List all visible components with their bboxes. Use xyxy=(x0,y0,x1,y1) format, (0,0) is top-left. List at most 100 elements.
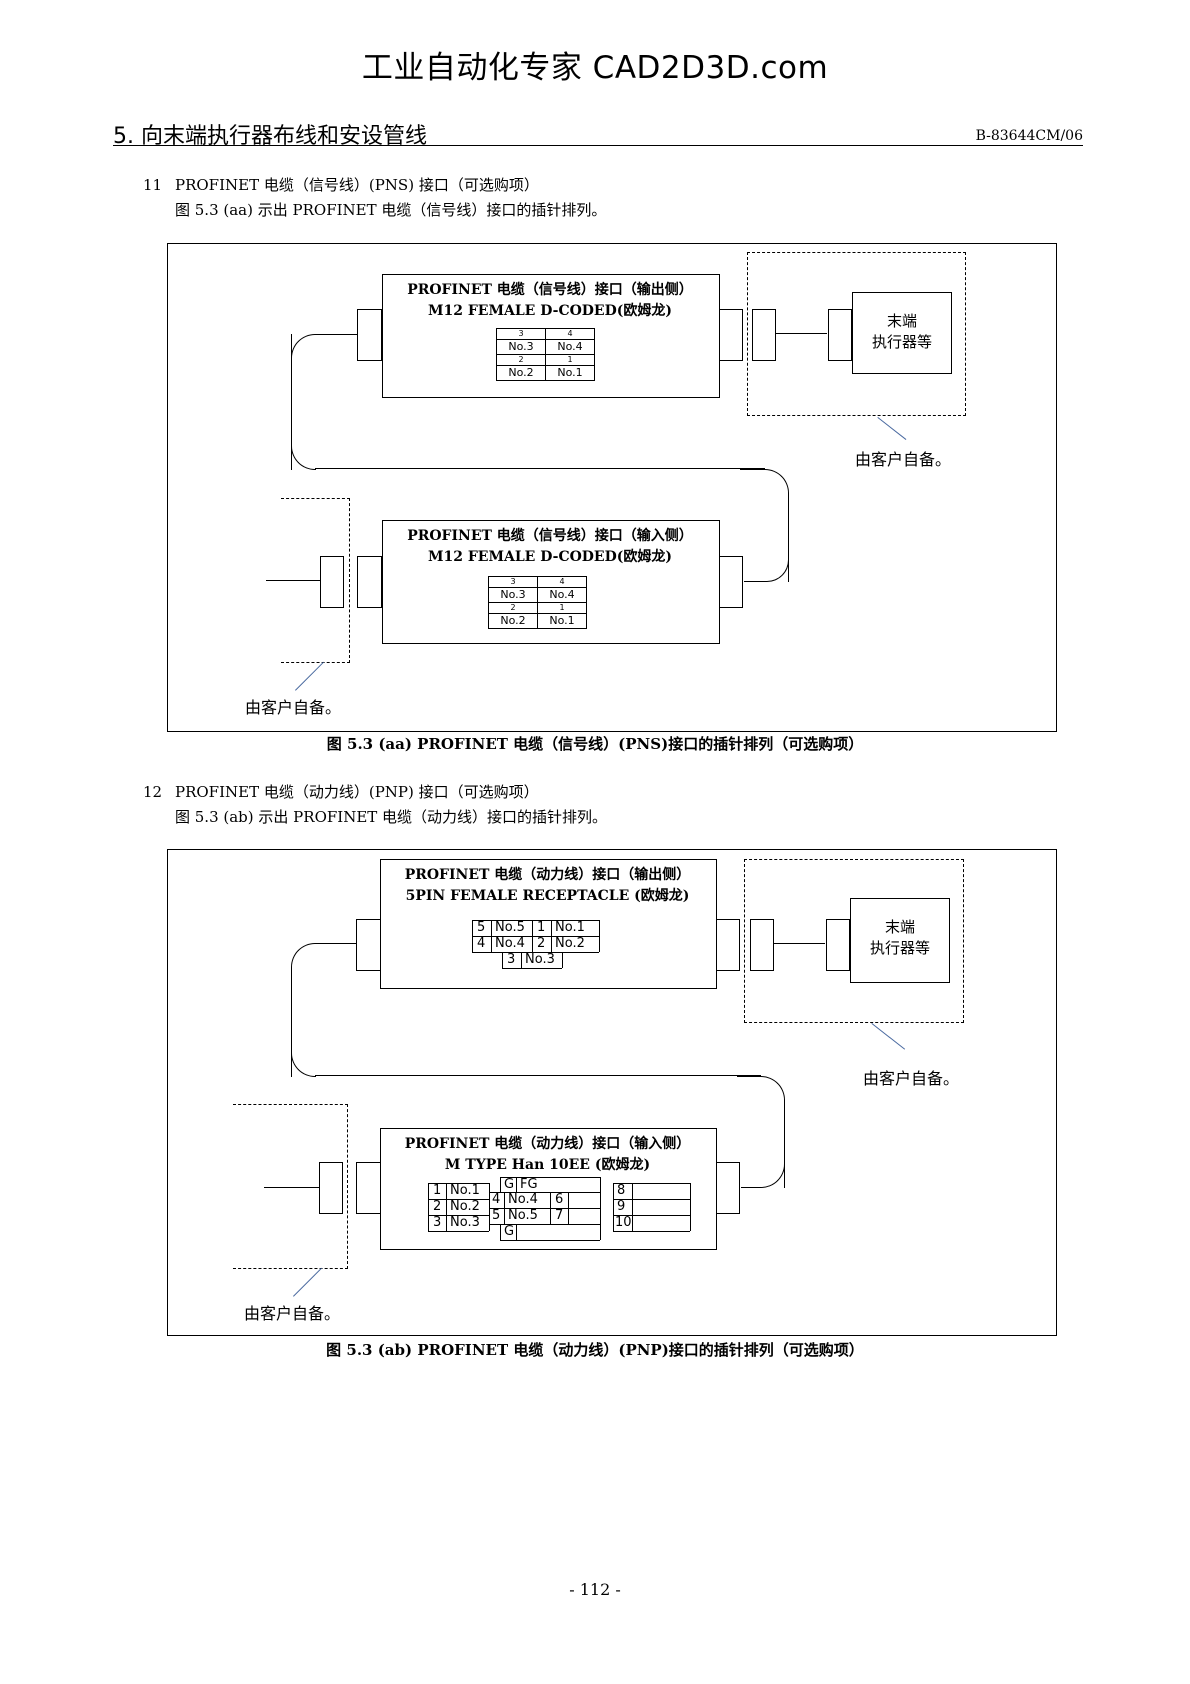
pin-label: No.1 xyxy=(450,1183,480,1198)
end-effector-plug xyxy=(826,919,850,971)
section-title: 5. 向末端执行器布线和安设管线 xyxy=(113,124,427,149)
end-effector-box: 末端 执行器等 xyxy=(850,898,950,983)
grid-line xyxy=(489,1192,600,1193)
pin-number: 4 xyxy=(477,936,486,951)
pin-number: 3 xyxy=(488,576,538,588)
cable-segment-right xyxy=(740,469,789,582)
grid-vline xyxy=(690,1183,691,1231)
pin-number: 3 xyxy=(507,952,516,967)
grid-vline xyxy=(632,1183,633,1231)
pin-label: No.1 xyxy=(545,365,595,381)
grid-line xyxy=(613,1215,690,1216)
end-effector-label: 末端 xyxy=(886,312,917,330)
grid-line xyxy=(428,1215,489,1216)
grid-vline xyxy=(613,1183,614,1231)
grid-vline xyxy=(428,1183,429,1231)
input-connector-right-plug xyxy=(719,556,743,608)
pin-label: No.1 xyxy=(555,920,585,935)
customer-supplied-label-left: 由客户自备。 xyxy=(244,1304,341,1323)
grid-line xyxy=(613,1231,690,1232)
pin-number: 4 xyxy=(492,1192,501,1207)
customer-supplied-label-left: 由客户自备。 xyxy=(245,698,342,717)
pin-number: 3 xyxy=(433,1215,442,1230)
output-connector-model: M12 FEMALE D-CODED(欧姆龙) xyxy=(428,303,672,319)
grid-line xyxy=(502,968,562,969)
input-pin-grid: 1 No.1 2 No.2 3 No.3 G FG 4 No.4 6 5 No.… xyxy=(428,1177,691,1245)
grid-vline xyxy=(600,1177,601,1240)
header-rule xyxy=(113,145,1083,146)
cable-segment-left xyxy=(291,334,316,470)
input-connector-title: PROFINET 电缆（信号线）接口（输入侧） xyxy=(407,528,693,544)
grid-line xyxy=(613,1183,690,1184)
figure-ab-frame xyxy=(167,849,1057,1336)
pin-label: No.3 xyxy=(488,587,538,603)
pin-number: 3 xyxy=(496,328,546,340)
pin-label: No.4 xyxy=(508,1192,538,1207)
customer-supplied-zone-right xyxy=(744,859,964,1023)
pin-number: 6 xyxy=(555,1192,564,1207)
grid-line xyxy=(500,1177,600,1178)
output-connector-left-plug xyxy=(357,309,382,361)
pin-number: 5 xyxy=(477,920,486,935)
pin-number: 1 xyxy=(537,602,587,614)
figure-aa-frame xyxy=(167,243,1057,732)
customer-supplied-label-right: 由客户自备。 xyxy=(855,450,952,469)
pin-label: No.2 xyxy=(555,936,585,951)
pin-label: No.4 xyxy=(537,587,587,603)
pin-label: No.3 xyxy=(496,339,546,355)
pin-number: 8 xyxy=(617,1183,626,1198)
pin-number: 4 xyxy=(545,328,595,340)
grid-line xyxy=(489,1224,600,1225)
end-effector-wire xyxy=(773,943,825,944)
pin-label: No.5 xyxy=(508,1208,538,1223)
input-connector-model: M12 FEMALE D-CODED(欧姆龙) xyxy=(428,549,672,565)
input-connector-right-plug xyxy=(716,1162,740,1214)
pin-label: No.3 xyxy=(525,952,555,967)
grid-line xyxy=(428,1183,489,1184)
pin-label: G xyxy=(504,1177,515,1192)
output-connector-right-plug xyxy=(719,309,743,361)
grid-vline xyxy=(550,1192,551,1224)
page-number: - 112 - xyxy=(569,1580,621,1599)
grid-line xyxy=(428,1199,489,1200)
grid-vline xyxy=(516,1224,517,1240)
item-11-description: 图 5.3 (aa) 示出 PROFINET 电缆（信号线）接口的插针排列。 xyxy=(175,201,607,219)
customer-supplied-zone-left xyxy=(233,1104,348,1269)
pin-label: No.5 xyxy=(495,920,525,935)
output-connector-title: PROFINET 电缆（信号线）接口（输出侧） xyxy=(407,282,693,298)
grid-vline xyxy=(568,1192,569,1224)
input-connector-title: PROFINET 电缆（动力线）接口（输入侧） xyxy=(404,1136,691,1152)
grid-line xyxy=(472,920,599,921)
item-number: 12 xyxy=(143,783,163,801)
item-title: PROFINET 电缆（信号线）(PNS) 接口（可选购项） xyxy=(175,176,539,194)
item-12-description: 图 5.3 (ab) 示出 PROFINET 电缆（动力线）接口的插针排列。 xyxy=(175,808,608,826)
output-connector-title: PROFINET 电缆（动力线）接口（输出侧） xyxy=(404,867,691,883)
customer-plug-left xyxy=(320,556,344,608)
item-title: PROFINET 电缆（动力线）(PNP) 接口（可选购项） xyxy=(175,783,539,801)
grid-vline xyxy=(504,1192,505,1224)
pin-label: No.3 xyxy=(450,1215,480,1230)
grid-line xyxy=(428,1231,489,1232)
output-connector-right-plug xyxy=(716,919,740,971)
pin-number: 7 xyxy=(555,1208,564,1223)
customer-plug-left xyxy=(319,1162,343,1214)
pin-number: 4 xyxy=(537,576,587,588)
grid-vline xyxy=(521,952,522,968)
grid-line xyxy=(489,1208,600,1209)
end-effector-label: 末端 xyxy=(884,918,915,936)
customer-supplied-label-right: 由客户自备。 xyxy=(863,1069,960,1088)
grid-vline xyxy=(500,1224,501,1240)
grid-line xyxy=(500,1240,600,1241)
customer-wire-left xyxy=(264,1187,319,1188)
grid-vline xyxy=(446,1183,447,1231)
pin-label: G xyxy=(504,1224,515,1239)
customer-supplied-zone-right xyxy=(747,252,966,416)
grid-line xyxy=(472,936,599,937)
output-pin-grid: 5 No.5 1 No.1 4 No.4 2 No.2 3 No.3 xyxy=(472,920,600,970)
grid-vline xyxy=(532,920,533,952)
cable-segment-right xyxy=(737,1076,785,1188)
item-12-title-line: 12 PROFINET 电缆（动力线）(PNP) 接口（可选购项） xyxy=(143,781,539,802)
input-connector-model: M TYPE Han 10EE (欧姆龙) xyxy=(444,1157,651,1173)
